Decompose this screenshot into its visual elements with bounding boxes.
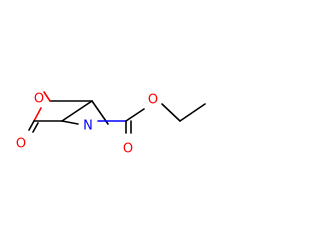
- bond-bridgehead-bottom-to-n: [61, 120, 79, 125]
- carbamate-oxygen-label: O: [123, 142, 133, 157]
- molecule-structure-diagram: O O N O O: [16, 91, 206, 157]
- carbonyl-oxygen-label: O: [16, 137, 26, 152]
- bond-ring-oxygen-carbonyl: [33, 107, 42, 122]
- structure-canvas: O O N O O: [15, 91, 206, 157]
- bond-ch2-to-ch3: [179, 103, 206, 122]
- bond-bridgehead-top-to-n: [91, 100, 109, 125]
- ester-oxygen-label: O: [148, 93, 158, 108]
- bond-carbonyl-c-to-o-a: [28, 120, 35, 131]
- bond-ester-o-to-ch2: [161, 103, 181, 122]
- bond-carbamate-c-to-ester-o: [125, 108, 145, 122]
- bond-ch2-ring-oxygen: [43, 91, 51, 102]
- ring-oxygen-label: O: [34, 92, 44, 107]
- bond-carbonyl-c-to-o-b: [32, 122, 39, 133]
- bond-bridgehead-bridgehead: [61, 100, 93, 122]
- aziridine-nitrogen-label: N: [83, 119, 93, 134]
